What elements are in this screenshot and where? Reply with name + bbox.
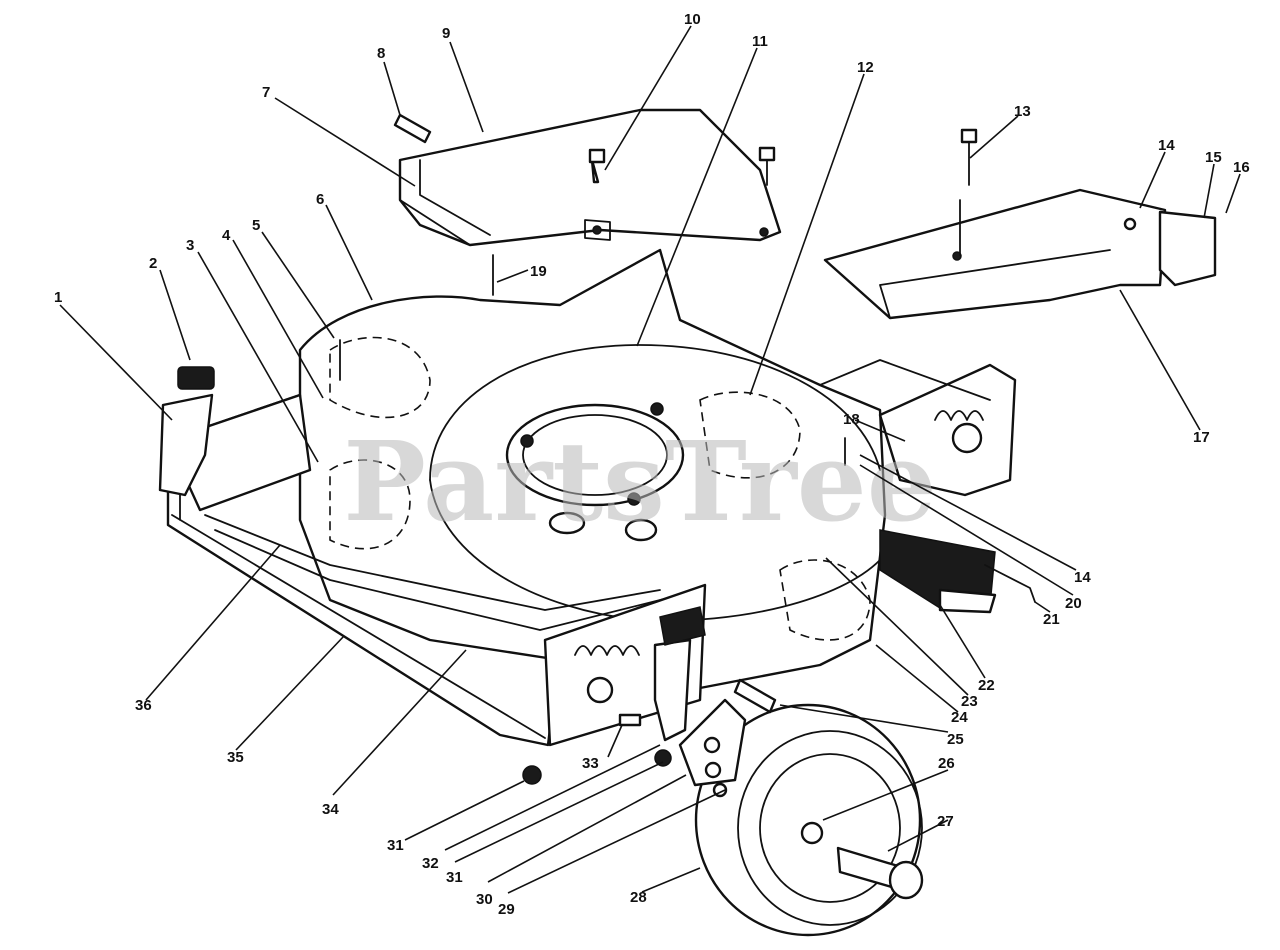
callout-15: 15 (1205, 149, 1222, 166)
leader-lines (59, 25, 1241, 894)
mower-deck-housing (166, 248, 887, 747)
callout-34: 34 (322, 801, 339, 818)
callout-17: 17 (1193, 429, 1210, 446)
callout-4: 4 (222, 227, 231, 244)
callout-14: 14 (1158, 137, 1175, 154)
front-adjust-lever (653, 606, 706, 742)
callout-19: 19 (530, 263, 547, 280)
callout-27: 27 (937, 813, 954, 830)
callout-18: 18 (843, 411, 860, 428)
callout-7: 7 (262, 84, 270, 101)
callout-1: 1 (54, 289, 62, 306)
callout-30: 30 (476, 891, 493, 908)
wheel-assembly (694, 703, 924, 937)
axle-plate (678, 698, 747, 798)
callout-35: 35 (227, 749, 244, 766)
right-height-bracket (819, 359, 1017, 497)
callout-20: 20 (1065, 595, 1082, 612)
callout-14b: 14 (1074, 569, 1091, 586)
callout-36: 36 (135, 697, 152, 714)
callout-22: 22 (978, 677, 995, 694)
fasteners (339, 113, 1137, 785)
callout-5: 5 (252, 217, 260, 234)
callout-31b: 31 (387, 837, 404, 854)
left-adjust-lever (158, 366, 215, 497)
callout-13: 13 (1014, 103, 1031, 120)
callout-26: 26 (938, 755, 955, 772)
callout-8: 8 (377, 45, 385, 62)
callout-6: 6 (316, 191, 324, 208)
callout-32: 32 (422, 855, 439, 872)
callout-21: 21 (1043, 611, 1060, 628)
watermark-text: PartsTree (343, 417, 937, 546)
callout-12: 12 (857, 59, 874, 76)
callout-31: 31 (446, 869, 463, 886)
callout-2: 2 (149, 255, 157, 272)
callout-3: 3 (186, 237, 194, 254)
side-chute-plate (823, 188, 1217, 320)
callout-labels: 1 2 3 4 5 6 7 8 9 10 11 12 13 14 15 16 1… (54, 11, 1250, 918)
callout-24: 24 (951, 709, 968, 726)
callout-16: 16 (1233, 159, 1250, 176)
callout-29: 29 (498, 901, 515, 918)
callout-11: 11 (752, 33, 768, 50)
callout-10: 10 (684, 11, 701, 28)
callout-9: 9 (442, 25, 450, 42)
front-shield (879, 529, 997, 614)
rear-deflector-door (398, 108, 782, 247)
callout-25: 25 (947, 731, 964, 748)
callout-28: 28 (630, 889, 647, 906)
callout-23: 23 (961, 693, 978, 710)
callout-33: 33 (582, 755, 599, 772)
